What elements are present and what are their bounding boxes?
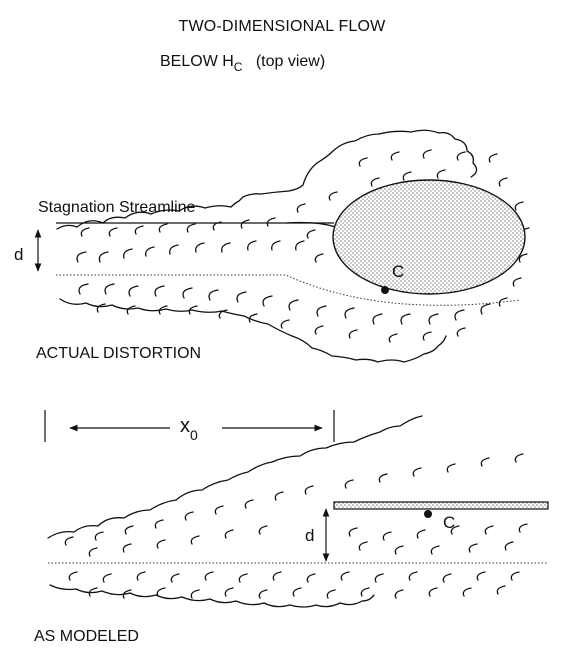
- modeled-barrier: [333, 501, 549, 510]
- modeled-plume-lower-edge: [49, 584, 375, 608]
- modeled-plume-upper-edge: [47, 415, 423, 539]
- actual-plume: [56, 129, 530, 363]
- actual-plume-upper-edge: [56, 129, 478, 230]
- title-h-subscript: C: [233, 60, 243, 74]
- x0-subscript: 0: [190, 427, 198, 443]
- actual-plume-lower-edge: [59, 298, 447, 363]
- streamline-curl: [285, 221, 342, 244]
- c-label-modeled: C: [443, 513, 456, 532]
- point-c-marker-actual: [381, 286, 389, 294]
- as-modeled-caption: AS MODELED: [34, 628, 139, 645]
- stagnation-streamline-label: Stagnation Streamline: [38, 199, 196, 216]
- obstacle-ellipse: [332, 179, 526, 295]
- title-line-1: TWO-DIMENSIONAL FLOW: [178, 18, 386, 35]
- actual-centerline: [56, 274, 521, 306]
- point-c-marker-modeled: [424, 510, 432, 518]
- x0-label: x0: [180, 415, 198, 443]
- actual-distortion-caption: ACTUAL DISTORTION: [36, 345, 202, 362]
- x0-main: x: [180, 415, 190, 437]
- title-below: BELOW H: [160, 53, 234, 70]
- d-label-actual: d: [14, 245, 24, 264]
- c-label-actual: C: [392, 262, 405, 281]
- d-label-modeled: d: [305, 526, 315, 545]
- modeled-plume: [47, 415, 528, 608]
- title-line-2: BELOW HC (top view): [160, 53, 326, 74]
- title-top-view: (top view): [255, 53, 326, 70]
